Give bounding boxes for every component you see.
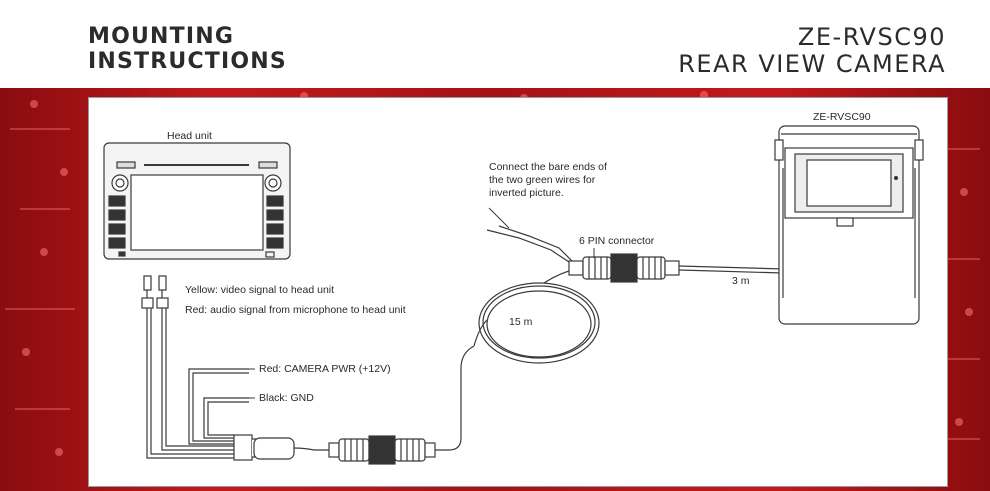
inverted-picture-note: Connect the bare ends of the two green w…: [489, 161, 607, 200]
title-left-line2: INSTRUCTIONS: [88, 49, 287, 74]
page-header: MOUNTING INSTRUCTIONS ZE-RVSC90 REAR VIE…: [0, 0, 990, 88]
rca-plugs: [141, 275, 169, 309]
red-audio-label: Red: audio signal from microphone to hea…: [185, 304, 406, 316]
wiring-diagram: [103, 125, 924, 465]
yellow-video-label: Yellow: video signal to head unit: [185, 284, 335, 296]
note-line-3: inverted picture.: [489, 187, 564, 199]
note-line-1: Connect the bare ends of: [489, 161, 607, 173]
wiring-diagram-panel: Head unit ZE-RVSC90 Connect the bare end…: [88, 97, 948, 487]
red-camera-power-label: Red: CAMERA PWR (+12V): [259, 363, 391, 375]
note-line-2: the two green wires for: [489, 174, 596, 186]
title-mounting-instructions: MOUNTING INSTRUCTIONS: [88, 24, 287, 74]
title-right-line2: REAR VIEW CAMERA: [678, 50, 946, 78]
six-pin-connector-label: 6 PIN connector: [579, 235, 655, 247]
title-product: ZE-RVSC90 REAR VIEW CAMERA: [678, 24, 946, 78]
leader-lines: [249, 207, 595, 399]
cable-15m-label: 15 m: [509, 316, 533, 328]
wire-harness: [146, 308, 344, 461]
cable-coil-15m: [473, 267, 600, 364]
six-pin-connector: [486, 225, 680, 283]
cable-3m-label: 3 m: [732, 275, 750, 287]
head-unit-drawing: [103, 142, 291, 260]
black-gnd-label: Black: GND: [259, 392, 314, 404]
camera-model-label: ZE-RVSC90: [813, 111, 871, 123]
camera-drawing: [774, 125, 924, 325]
title-left-line1: MOUNTING: [88, 24, 235, 49]
head-unit-label: Head unit: [167, 130, 212, 142]
title-right-line1: ZE-RVSC90: [797, 23, 946, 51]
bottom-connector: [328, 345, 475, 465]
